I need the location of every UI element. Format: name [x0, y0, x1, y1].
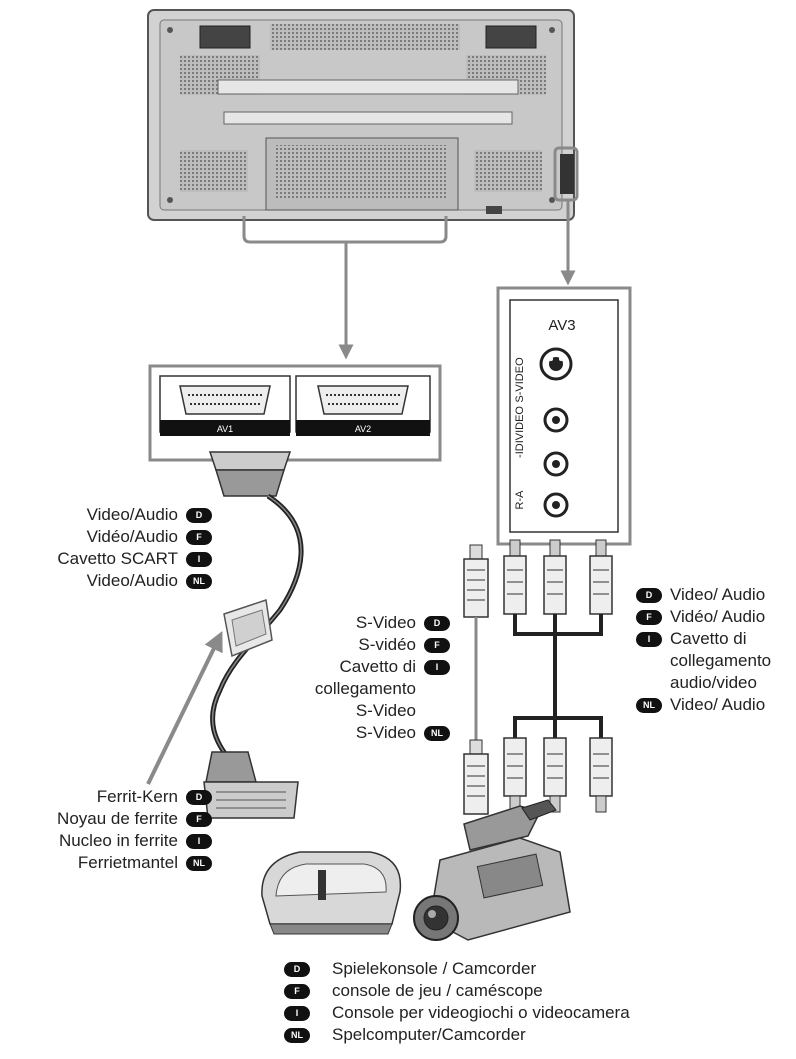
label-text: audio/video — [670, 673, 757, 692]
av-rca-cable — [503, 539, 613, 813]
ferrite-arrow — [146, 631, 223, 785]
label-text: Cavetto di — [670, 629, 747, 648]
label-text: Video/Audio — [86, 571, 178, 590]
label-text: Cavetto SCART — [57, 549, 178, 568]
av3-jack-svideo-label: S-VIDEO — [514, 357, 526, 403]
av3-panel: AV3 S-VIDEO -IDIVIDEO R-A — [496, 286, 632, 546]
camcorder-illustration — [413, 799, 571, 941]
scart-label-av1: AV1 — [217, 424, 233, 434]
lang-badge-f: F — [424, 637, 450, 653]
label-text: Video/Audio — [86, 505, 178, 524]
lang-badge-d: D — [636, 587, 662, 603]
label-text: Vidéo/Audio — [86, 527, 178, 546]
ferrite-core — [223, 599, 273, 658]
scart-label-av2: AV2 — [355, 424, 371, 434]
lang-badge-f: F — [186, 529, 212, 545]
label-text: collegamento — [314, 679, 416, 698]
lang-badge-nl: NL — [284, 1027, 310, 1043]
lang-badge-f: F — [186, 811, 212, 827]
scart-panel: AV1 AV2 — [148, 364, 442, 462]
lang-badge-i: I — [284, 1005, 310, 1021]
lang-badge-nl: NL — [636, 697, 662, 713]
lang-badge-f: F — [636, 609, 662, 625]
lang-badge-nl: NL — [186, 855, 212, 871]
label-text: S-Video — [355, 701, 416, 720]
svideo-labels: S-Video D S-vidéo F Cavetto di I collegamen… — [315, 612, 450, 744]
lang-badge-i: I — [186, 551, 212, 567]
label-text: Nucleo in ferrite — [58, 831, 178, 850]
label-text: S-Video — [355, 613, 416, 632]
ferrite-labels: Ferrit-Kern D Noyau de ferrite F Nucleo in… — [57, 786, 212, 874]
label-text: Vidéo/ Audio — [670, 607, 766, 626]
lang-badge-d: D — [284, 961, 310, 977]
label-text: Console per videogiochi o videocamera — [332, 1003, 630, 1022]
lang-badge-f: F — [284, 983, 310, 999]
label-text: S-vidéo — [358, 635, 416, 654]
label-text: Spielekonsole / Camcorder — [332, 959, 537, 978]
scart-cable — [146, 451, 304, 819]
label-text: Ferrit-Kern — [96, 787, 178, 806]
label-text: Video/ Audio — [670, 695, 766, 714]
tv-back-panel — [147, 9, 579, 244]
label-text: Noyau de ferrite — [57, 809, 178, 828]
lang-badge-d: D — [424, 615, 450, 631]
label-text: collegamento — [670, 651, 772, 670]
lang-badge-nl: NL — [424, 725, 450, 741]
game-console-illustration — [261, 851, 402, 935]
label-text: Ferrietmantel — [77, 853, 178, 872]
scart-cable-labels: Video/Audio D Vidéo/Audio F Cavetto SCART I… — [57, 504, 212, 592]
lang-badge-i: I — [424, 659, 450, 675]
lang-badge-d: D — [186, 789, 212, 805]
av3-jack-video-label: -IDIVIDEO — [514, 406, 526, 458]
lang-badge-i: I — [186, 833, 212, 849]
label-text: Video/ Audio — [670, 585, 766, 604]
label-text: Spelcomputer/Camcorder — [332, 1025, 526, 1044]
label-text: S-Video — [355, 723, 416, 742]
av3-header: AV3 — [548, 317, 575, 334]
label-text: Cavetto di — [339, 657, 416, 676]
av3-jack-audio-label: R-A — [514, 490, 526, 510]
label-text: console de jeu / caméscope — [332, 981, 543, 1000]
lang-badge-nl: NL — [186, 573, 212, 589]
lang-badge-i: I — [636, 631, 662, 647]
svideo-cable — [463, 544, 489, 815]
lang-badge-d: D — [186, 507, 212, 523]
